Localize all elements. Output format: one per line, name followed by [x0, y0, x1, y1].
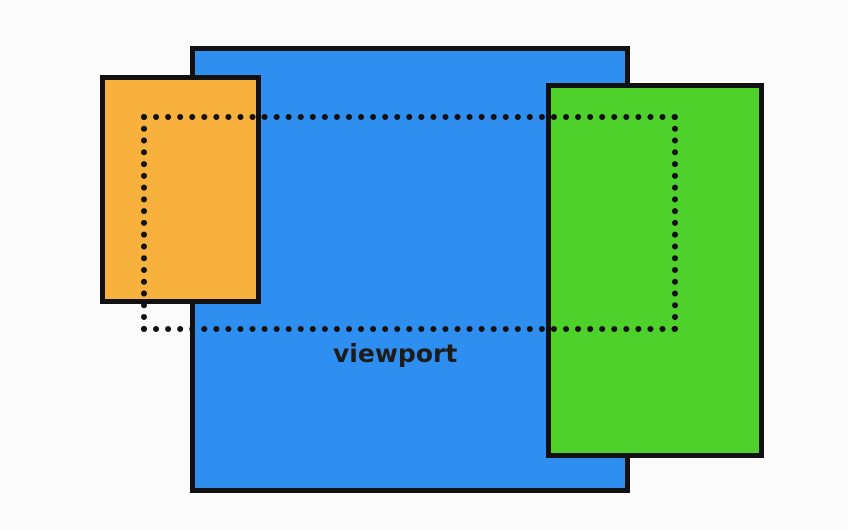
green-rectangle: [546, 83, 764, 458]
viewport-dotted-frame: [141, 114, 678, 332]
viewport-label: viewport: [333, 339, 458, 368]
orange-rectangle: [100, 75, 261, 304]
